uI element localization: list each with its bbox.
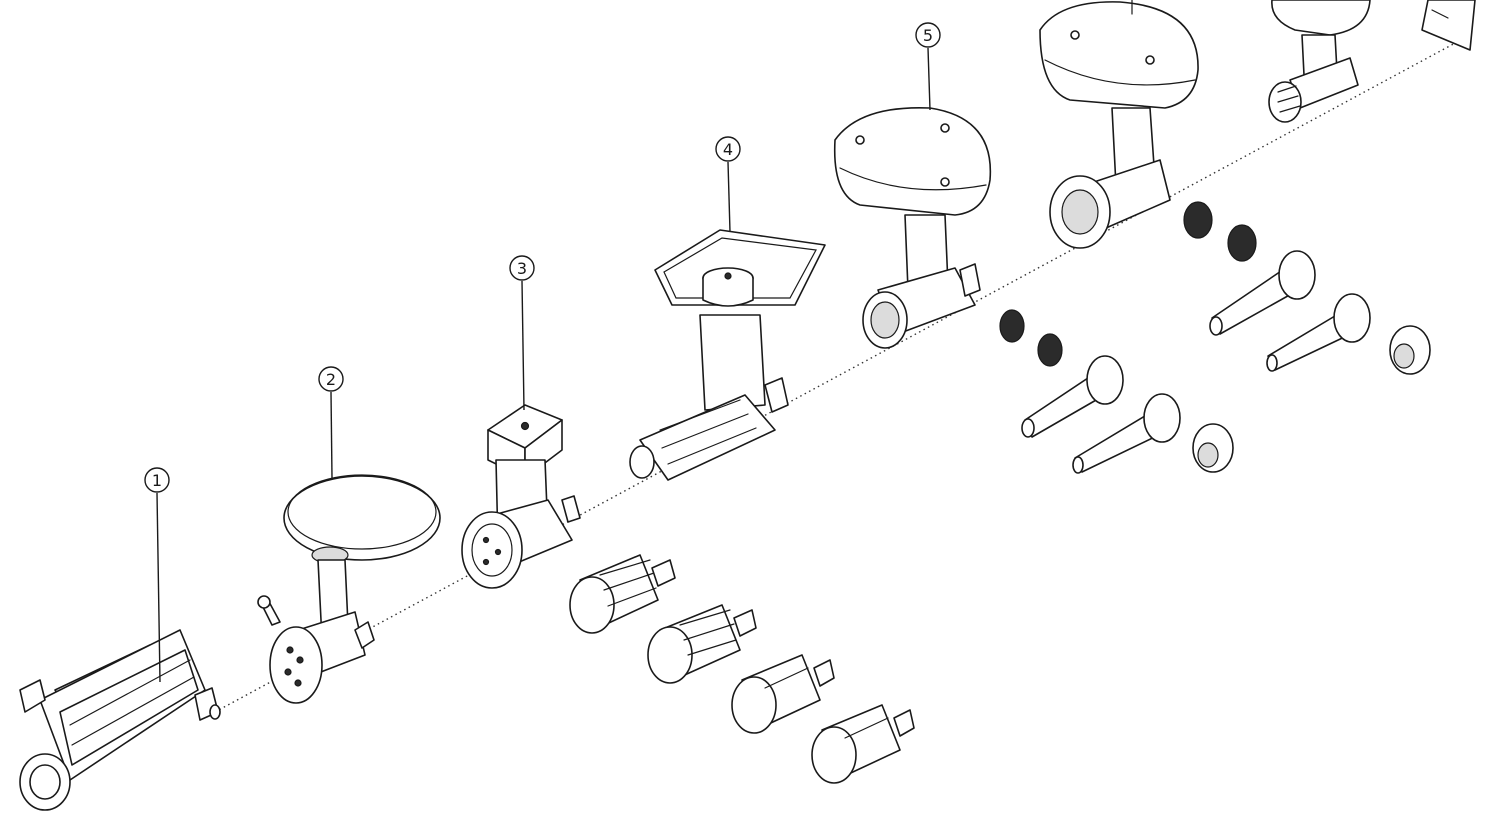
grinder-plate-fine <box>999 309 1025 343</box>
meat-grinder-large <box>1039 0 1199 249</box>
sausage-tube-large <box>1021 355 1124 438</box>
callout-2: 2 <box>318 366 344 479</box>
shredder-drum-coarse <box>647 604 757 684</box>
callout-3-label: 3 <box>517 259 527 278</box>
instruction-card <box>1421 0 1476 51</box>
food-grinder <box>257 474 441 704</box>
slicer-shredder <box>461 404 581 589</box>
grinder-plate-large-coarse <box>1227 224 1257 262</box>
juicer <box>629 229 826 481</box>
sausage-tube-small <box>1072 393 1181 474</box>
callout-5-label: 5 <box>923 26 933 45</box>
grinder-plate-coarse <box>1037 333 1063 367</box>
callout-1: 1 <box>144 467 170 683</box>
slicer-drum-thick <box>811 704 915 784</box>
sausage-tube-small-2 <box>1266 293 1371 372</box>
grinder-plate-large-fine <box>1183 201 1213 239</box>
shredder-drum-fine <box>569 554 676 634</box>
sifter-attachment <box>1268 0 1371 123</box>
pasta-roller <box>19 629 221 811</box>
callout-3: 3 <box>509 255 535 411</box>
slicer-drum-thin <box>731 654 835 734</box>
tube-spacer-2 <box>1389 325 1431 375</box>
callout-1-label: 1 <box>152 471 162 490</box>
callout-2-label: 2 <box>326 370 336 389</box>
callout-4-label: 4 <box>723 140 733 159</box>
callout-5: 5 <box>915 22 941 111</box>
sausage-tube-large-2 <box>1209 250 1316 336</box>
callout-4: 4 <box>715 136 741 233</box>
meat-grinder <box>833 106 992 349</box>
tube-spacer <box>1192 423 1234 473</box>
